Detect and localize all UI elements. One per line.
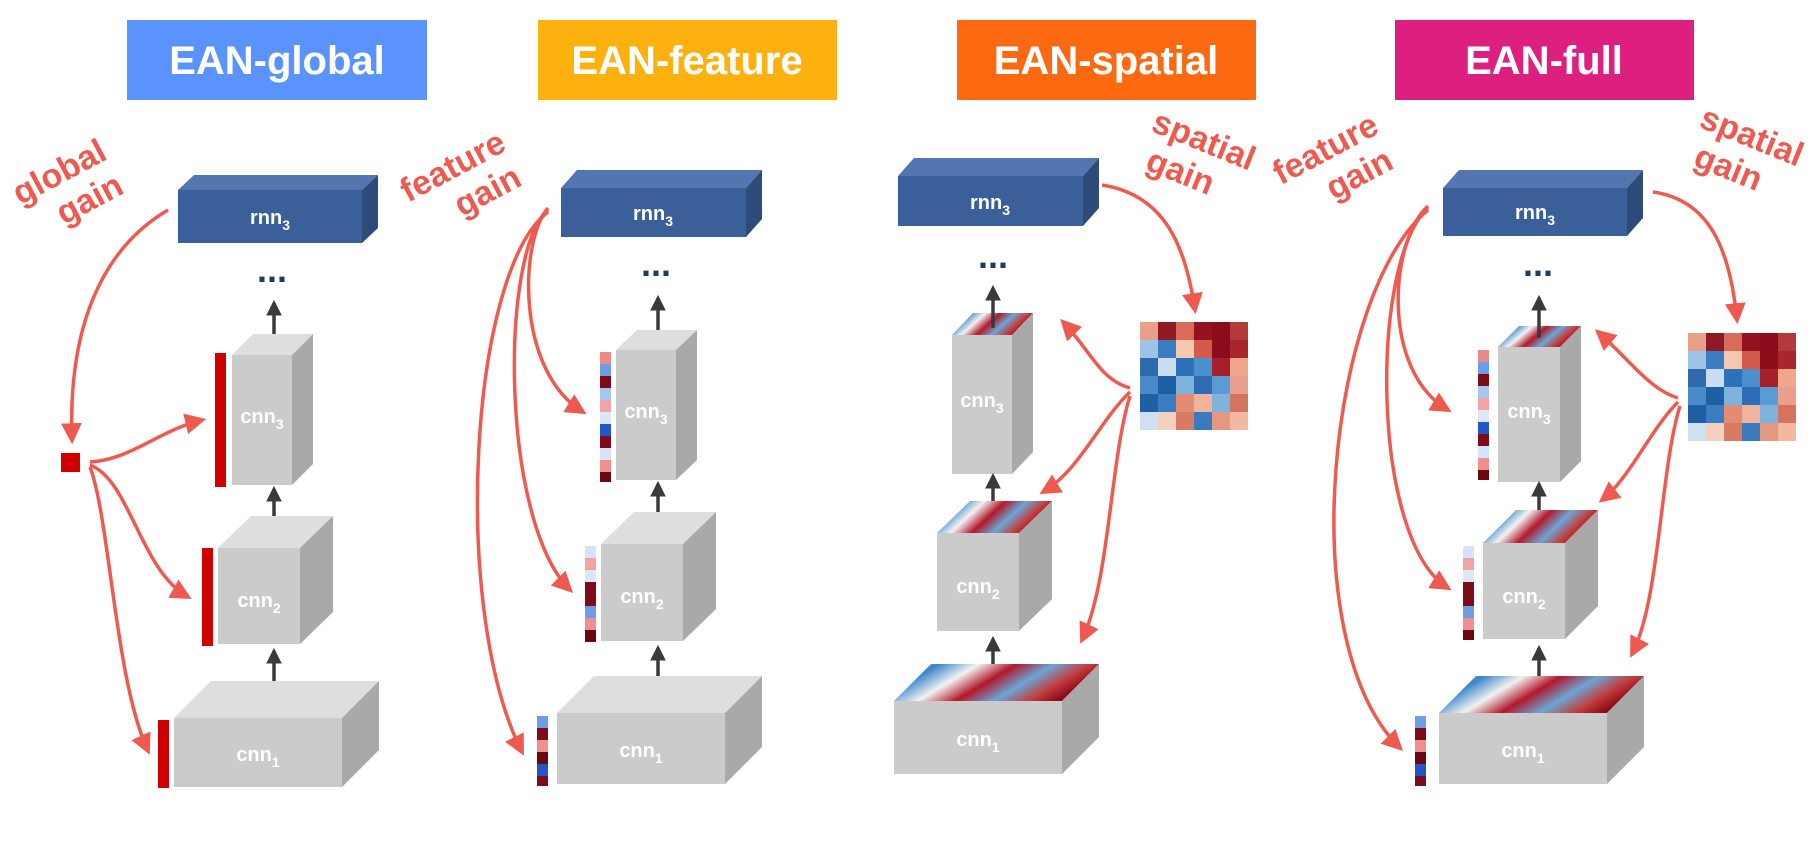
- gain-arrow: [1598, 400, 1680, 503]
- gain-label-feature: feature gain: [394, 123, 527, 224]
- panel-feature: feature gain rnn3 ... cnn3: [394, 123, 762, 786]
- rnn3-label: rnn3: [250, 207, 290, 233]
- cnn3-block: cnn3: [1478, 326, 1581, 482]
- global-gain-scalar: [61, 453, 80, 472]
- cnn1-label: cnn1: [956, 729, 1000, 755]
- ellipsis: ...: [978, 235, 1008, 276]
- cnn1-label: cnn1: [619, 740, 663, 766]
- gain-label-spatial: spatial gain: [1141, 103, 1261, 203]
- gain-arrow: [1384, 206, 1452, 591]
- rnn3-label: rnn3: [633, 203, 673, 229]
- cnn3-label: cnn3: [1507, 401, 1551, 427]
- gain-label-spatial: spatial gain: [1689, 99, 1809, 199]
- panel-title-spatial: EAN-spatial: [994, 39, 1219, 83]
- gain-arrow: [1332, 208, 1430, 751]
- gain-arrow: [475, 210, 550, 756]
- panel-spatial: spatial gain rnn3 ... cnn3 cnn2: [894, 103, 1261, 774]
- feature-gain-vector: [537, 716, 548, 786]
- cnn3-label: cnn3: [960, 390, 1004, 416]
- spatial-gain-map: [1439, 676, 1644, 713]
- cnn1-block: cnn1: [537, 676, 762, 786]
- cnn2-label: cnn2: [237, 590, 281, 616]
- panel-title-full: EAN-full: [1465, 39, 1623, 83]
- rnn3-block: rnn3: [561, 170, 762, 237]
- gain-arrow: [88, 466, 151, 755]
- gain-arrow: [1630, 405, 1682, 658]
- cnn1-block: cnn1: [894, 664, 1099, 774]
- header-box-feature: [538, 20, 837, 100]
- cnn3-label: cnn3: [624, 401, 668, 427]
- rnn3-block: rnn3: [178, 175, 378, 243]
- cnn2-label: cnn2: [1502, 586, 1546, 612]
- cnn1-block: cnn1: [1415, 676, 1644, 786]
- gain-arrow: [1079, 395, 1132, 644]
- gain-arrow: [1039, 390, 1132, 495]
- spatial-gain-map: [894, 664, 1099, 701]
- ellipsis: ...: [257, 249, 287, 290]
- spatial-gain-map: [937, 501, 1052, 533]
- rnn3-block: rnn3: [1443, 170, 1643, 236]
- feature-gain-vector: [1463, 546, 1474, 640]
- cnn1-block: cnn1: [158, 681, 379, 788]
- cnn3-block: cnn3: [952, 313, 1033, 474]
- feature-gain-vector: [600, 352, 611, 482]
- panel-header-full: EAN-full: [1395, 20, 1694, 100]
- cnn1-label: cnn1: [236, 744, 280, 770]
- cnn3-block: cnn3: [600, 330, 697, 482]
- panel-header-spatial: EAN-spatial: [957, 20, 1256, 100]
- header-box-full: [1395, 20, 1694, 100]
- gain-label-feature: feature gain: [1267, 106, 1399, 208]
- gain-arrow: [1060, 318, 1131, 390]
- gain-arrow: [526, 206, 587, 415]
- rnn3-label: rnn3: [970, 192, 1010, 218]
- feature-gain-vector: [1415, 716, 1426, 786]
- gain-arrow: [1594, 329, 1679, 400]
- cnn2-block: cnn2: [585, 512, 716, 642]
- gain-arrow: [89, 413, 207, 464]
- panel-header-global: EAN-global: [127, 20, 427, 100]
- cnn3-label: cnn3: [240, 406, 284, 432]
- gain-arrow: [1652, 190, 1746, 325]
- cnn2-block: cnn2: [937, 501, 1052, 631]
- spatial-gain-map: [1483, 510, 1598, 543]
- global-gain-bar: [158, 720, 169, 788]
- rnn3-label: rnn3: [1515, 202, 1555, 228]
- gain-arrow: [1101, 183, 1203, 315]
- global-gain-bar: [202, 548, 213, 646]
- cnn2-block: cnn2: [202, 516, 333, 646]
- global-gain-bar: [215, 353, 226, 487]
- gain-arrow: [89, 463, 192, 600]
- cnn3-block: cnn3: [215, 334, 313, 487]
- feature-gain-vector: [585, 546, 596, 642]
- panel-full: feature gain spatial gain rnn3 ... cnn3: [1267, 99, 1809, 786]
- feature-gain-vector: [1478, 350, 1489, 480]
- rnn3-block: rnn3: [898, 158, 1099, 226]
- ellipsis: ...: [641, 243, 671, 284]
- panel-title-feature: EAN-feature: [571, 39, 802, 83]
- cnn1-label: cnn1: [1501, 740, 1545, 766]
- header-box-global: [127, 20, 427, 100]
- spatial-attention-map: [1140, 322, 1248, 430]
- spatial-attention-map: [1688, 333, 1796, 441]
- gain-label-global: global gain: [6, 132, 129, 232]
- gain-arrow: [60, 208, 169, 445]
- header-box-spatial: [957, 20, 1256, 100]
- gain-arrow: [512, 208, 573, 593]
- cnn2-label: cnn2: [620, 586, 664, 612]
- panel-title-global: EAN-global: [169, 39, 385, 83]
- panel-global: global gain rnn3 ... cnn3 cnn2: [6, 132, 379, 788]
- cnn2-label: cnn2: [956, 576, 1000, 602]
- panel-header-feature: EAN-feature: [538, 20, 837, 100]
- ellipsis: ...: [1523, 243, 1553, 284]
- cnn2-block: cnn2: [1463, 510, 1598, 640]
